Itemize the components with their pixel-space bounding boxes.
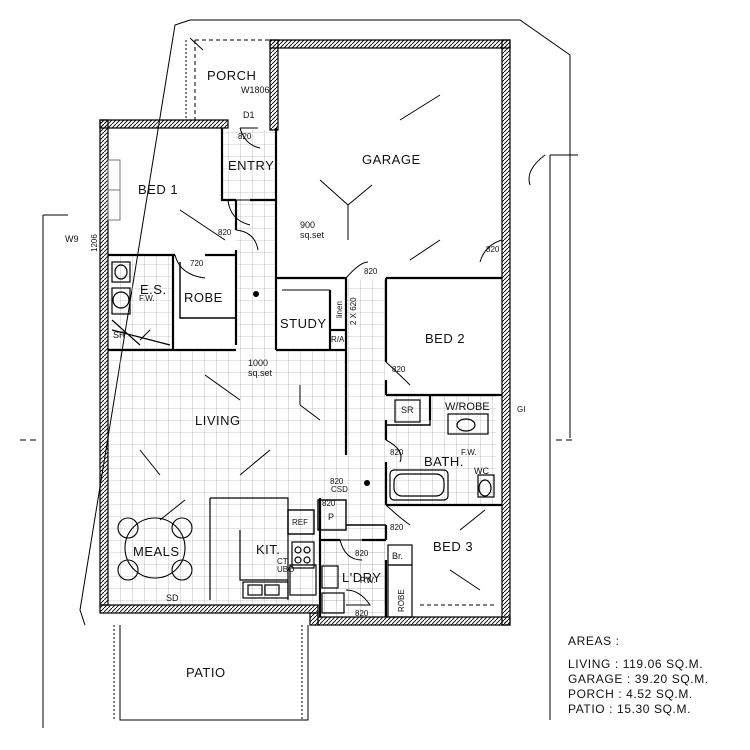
room-label-meals: MEALS bbox=[133, 544, 180, 559]
room-label-living: LIVING bbox=[195, 413, 241, 428]
door-size-csd: 820 bbox=[330, 477, 344, 486]
area-value: 119.06 bbox=[622, 657, 663, 671]
door-size-bath: 820 bbox=[390, 448, 404, 457]
cooktop-label: CT bbox=[277, 557, 288, 566]
area-unit: SQ.M. bbox=[655, 687, 693, 701]
room-label-kitchen: KIT. bbox=[256, 542, 280, 557]
door-size-study: 820 bbox=[364, 267, 378, 276]
area-name: PATIO bbox=[568, 702, 606, 716]
room-label-bed-3: BED 3 bbox=[433, 539, 473, 554]
area-row-porch: PORCH : 4.52 SQ.M. bbox=[568, 687, 693, 701]
room-label-porch: PORCH bbox=[207, 68, 256, 83]
floor-waste-marker bbox=[364, 480, 370, 486]
room-label-walk-in-robe: W/ROBE bbox=[445, 401, 490, 413]
shower-recess-ensuite: SR bbox=[113, 330, 126, 340]
pantry-label: P bbox=[328, 512, 334, 522]
room-label-patio: PATIO bbox=[186, 665, 226, 680]
area-unit: SQ.M. bbox=[654, 702, 692, 716]
area-row-living: LIVING : 119.06 SQ.M. bbox=[568, 657, 704, 671]
area-unit: SQ.M. bbox=[666, 657, 704, 671]
under-bench-oven-label: UBO bbox=[277, 565, 294, 574]
door-swings bbox=[115, 127, 503, 606]
fridge-label: REF bbox=[292, 518, 308, 527]
meals-table bbox=[117, 517, 193, 581]
room-label-laundry: L'DRY bbox=[342, 570, 381, 585]
area-name: LIVING bbox=[568, 657, 611, 671]
door-size-laundry: 820 bbox=[355, 549, 369, 558]
room-label-wc: WC bbox=[474, 466, 489, 476]
tile-size-entry: 900 bbox=[300, 220, 315, 230]
site-boundary bbox=[20, 19, 578, 728]
porch-outline bbox=[185, 37, 270, 120]
door-size-bed2: 820 bbox=[392, 365, 406, 374]
floor-waste-ensuite: F.W. bbox=[139, 294, 155, 303]
tile-unit-living: sq.set bbox=[248, 368, 273, 378]
floor-waste-laundry: F.W. bbox=[360, 576, 376, 585]
bathroom-fixtures bbox=[111, 261, 495, 501]
areas-title: AREAS : bbox=[568, 634, 620, 648]
bed-1-furniture bbox=[107, 159, 121, 221]
cavity-slider-label: CSD bbox=[331, 485, 348, 494]
room-label-bed-2: BED 2 bbox=[425, 331, 465, 346]
tile-size-living: 1000 bbox=[248, 358, 268, 368]
door-size-bed1: 820 bbox=[218, 228, 232, 237]
room-label-ensuite: E.S. bbox=[140, 282, 167, 297]
return-air-label: R/A bbox=[331, 335, 345, 344]
room-label-garage: GARAGE bbox=[362, 152, 421, 167]
door-size-garage: 820 bbox=[486, 245, 500, 254]
floor-waste-marker bbox=[253, 291, 259, 297]
area-row-patio: PATIO : 15.30 SQ.M. bbox=[568, 702, 692, 716]
gas-inlet-label: GI bbox=[517, 405, 525, 414]
room-label-entry: ENTRY bbox=[228, 158, 274, 173]
sliding-door-label: SD bbox=[166, 593, 179, 603]
area-unit: SQ.M. bbox=[671, 672, 709, 686]
room-label-bath: BATH. bbox=[424, 454, 464, 469]
floor-waste-bath: F.W. bbox=[461, 448, 477, 457]
area-value: 15.30 bbox=[617, 702, 651, 716]
room-label-study: STUDY bbox=[280, 316, 327, 331]
areas-schedule: AREAS : LIVING : 119.06 SQ.M. GARAGE : 3… bbox=[568, 634, 743, 717]
room-label-bed-1: BED 1 bbox=[138, 182, 178, 197]
door-size-bed3: 820 bbox=[390, 523, 404, 532]
room-diagonal-markers bbox=[139, 94, 486, 591]
exterior-walls bbox=[99, 39, 511, 626]
window-size-w9: 1206 bbox=[90, 234, 99, 252]
area-name: PORCH bbox=[568, 687, 615, 701]
tile-unit-entry: sq.set bbox=[300, 230, 325, 240]
door-size-pantry: 820 bbox=[322, 499, 336, 508]
area-row-garage: GARAGE : 39.20 SQ.M. bbox=[568, 672, 709, 686]
door-size-laundry-ext: 820 bbox=[355, 609, 369, 618]
room-label-robe: ROBE bbox=[184, 290, 223, 305]
broom-cupboard-label: Br. bbox=[392, 551, 403, 561]
area-value: 39.20 bbox=[634, 672, 668, 686]
shower-recess-bath: SR bbox=[401, 405, 414, 415]
door-size-robe: 720 bbox=[190, 259, 204, 268]
kitchen-benches bbox=[209, 497, 413, 618]
linen-size: 2 X 620 bbox=[349, 297, 358, 325]
linen-label: linen bbox=[335, 301, 344, 318]
patio-outline bbox=[113, 625, 309, 721]
area-name: GARAGE bbox=[568, 672, 623, 686]
window-label-w1806: W1806 bbox=[241, 85, 270, 95]
linen-robe-label: ROBE bbox=[397, 589, 406, 612]
door-size-entry: 820 bbox=[238, 132, 252, 141]
door-label-d1: D1 bbox=[243, 110, 255, 120]
area-value: 4.52 bbox=[626, 687, 652, 701]
window-label-w9: W9 bbox=[65, 234, 79, 244]
